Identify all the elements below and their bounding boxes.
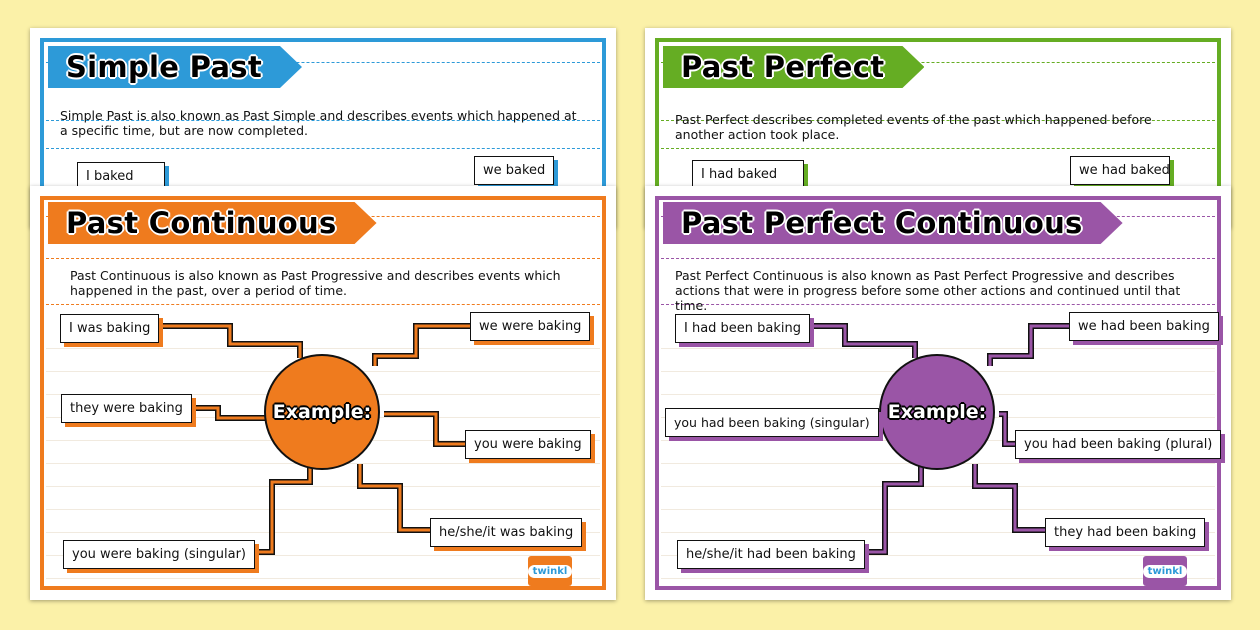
example-label: Example:	[272, 401, 372, 423]
card-title-banner: Past Perfect Continuous	[663, 202, 1123, 244]
example-box: you had been baking (singular)	[665, 408, 879, 437]
example-box: he/she/it had been baking	[677, 540, 865, 569]
card-description: Past Continuous is also known as Past Pr…	[70, 268, 561, 298]
example-circle: Example:	[264, 354, 380, 470]
example-circle: Example:	[879, 354, 995, 470]
logo-text: twinkl	[527, 564, 573, 578]
example-box: they were baking	[61, 394, 192, 423]
twinkl-logo: twinkl	[1142, 556, 1188, 586]
example-label: Example:	[887, 401, 987, 423]
card-title: Simple Past	[66, 50, 262, 84]
logo-text: twinkl	[1142, 564, 1188, 578]
card-description: Simple Past is also known as Past Simple…	[60, 108, 577, 138]
card-frame	[655, 196, 1221, 590]
past-perfect-continuous-card: Past Perfect Continuous Past Perfect Con…	[645, 186, 1231, 600]
card-title: Past Continuous	[66, 206, 337, 240]
example-box: I had been baking	[675, 314, 811, 343]
example-box: I was baking	[60, 314, 160, 343]
example-box: we had baked	[1070, 156, 1170, 185]
example-box: you were baking	[465, 430, 591, 459]
example-box: you had been baking (plural)	[1015, 430, 1222, 459]
example-box: I had baked	[692, 160, 804, 189]
card-title-banner: Past Continuous	[48, 202, 377, 244]
card-title-banner: Past Perfect	[663, 46, 924, 88]
card-frame	[40, 196, 606, 590]
example-box: you were baking (singular)	[63, 540, 256, 569]
example-box: we were baking	[470, 312, 591, 341]
card-description: Past Perfect describes completed events …	[675, 112, 1152, 142]
connector-lines	[795, 323, 1069, 555]
card-title: Past Perfect	[681, 50, 885, 84]
twinkl-logo: twinkl	[527, 556, 573, 586]
example-box: we baked	[474, 156, 554, 185]
example-box: he/she/it was baking	[430, 518, 583, 547]
card-description: Past Perfect Continuous is also known as…	[675, 268, 1181, 313]
example-box: they had been baking	[1045, 518, 1206, 547]
connector-lines	[150, 323, 470, 555]
card-title-banner: Simple Past	[48, 46, 302, 88]
card-title: Past Perfect Continuous	[681, 206, 1083, 240]
example-box: we had been baking	[1069, 312, 1219, 341]
past-continuous-card: Past Continuous Past Continuous is also …	[30, 186, 616, 600]
